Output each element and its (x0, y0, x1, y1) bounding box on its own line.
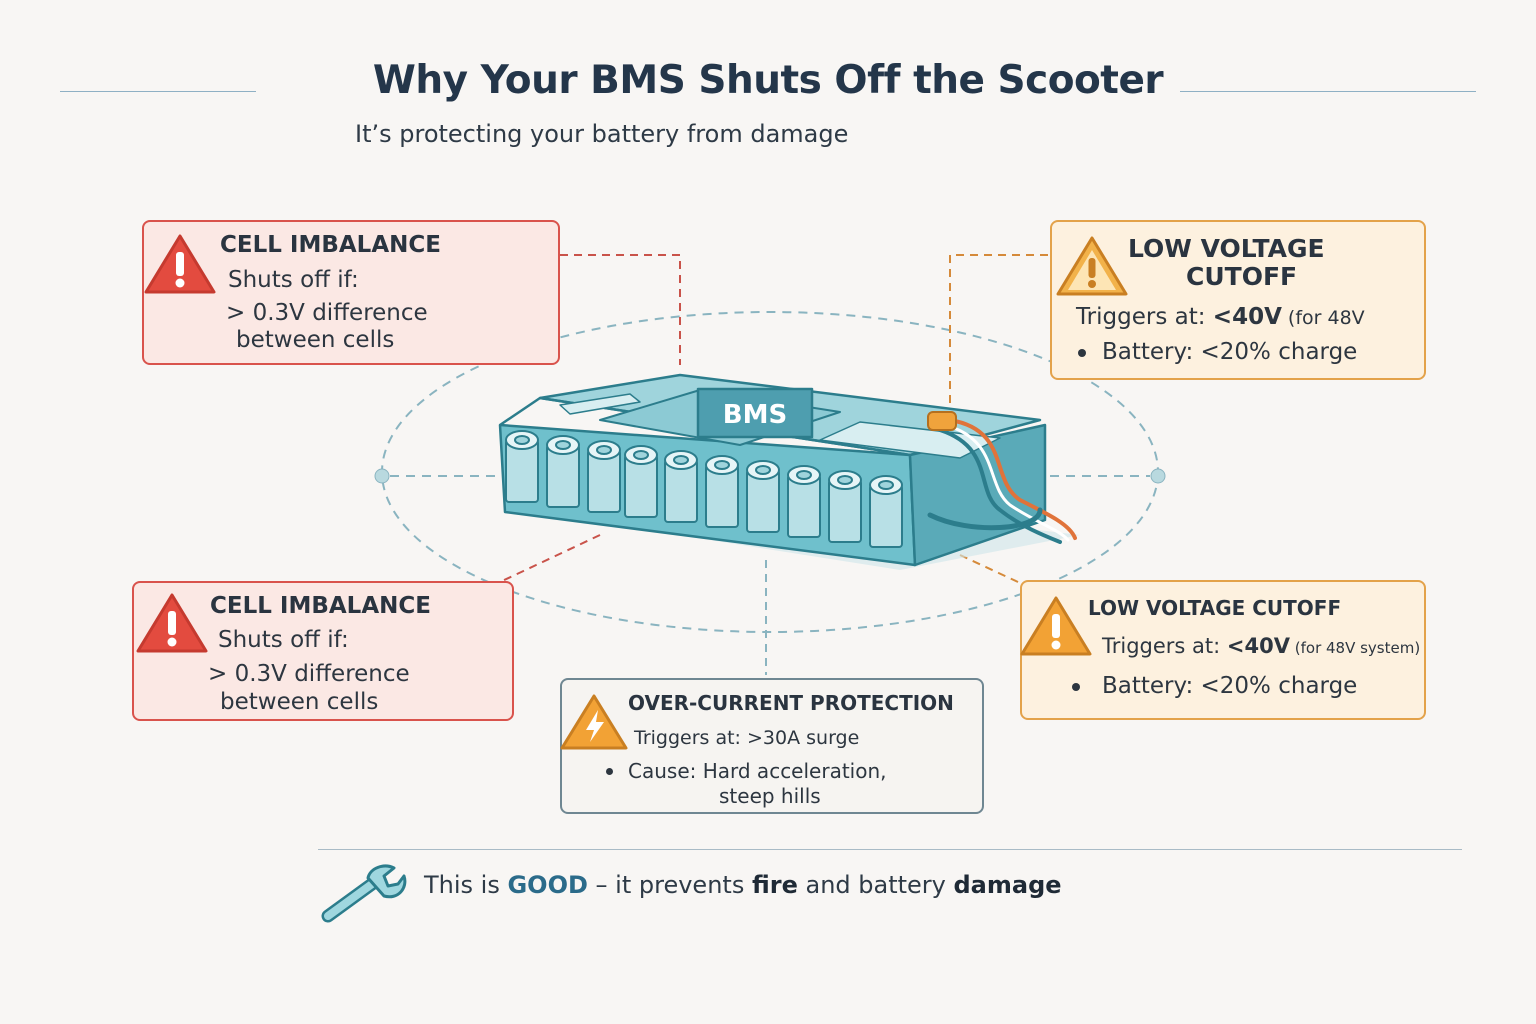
card-bullet: Battery: <20% charge (1102, 339, 1358, 365)
trigger-value: <40V (1226, 634, 1290, 658)
footer-good: GOOD (507, 871, 588, 899)
battery-wires (927, 418, 1077, 544)
card-low-voltage-bottom: LOW VOLTAGE CUTOFF Triggers at: <40V (fo… (1020, 580, 1426, 720)
trigger-value: <40V (1212, 304, 1282, 330)
cell (505, 430, 539, 503)
bms-label: BMS (723, 400, 787, 430)
card-bullet: Cause: Hard acceleration, (628, 759, 887, 783)
bullet-dot (606, 768, 613, 775)
card-bullet: Battery: <20% charge (1102, 673, 1358, 699)
connector-bottom-right (959, 554, 1019, 583)
trigger-suffix: (for 48V (1281, 307, 1365, 329)
card-title: CELL IMBALANCE (220, 232, 441, 258)
footer-fire: fire (751, 871, 798, 899)
cell (546, 435, 580, 508)
card-title: LOW VOLTAGE (1128, 234, 1325, 263)
warning-icon (1056, 236, 1128, 296)
lightning-warning-icon (560, 694, 628, 750)
bullet-dot (1072, 683, 1080, 691)
card-title: LOW VOLTAGE CUTOFF (1088, 596, 1342, 620)
title-rule-right (1180, 91, 1476, 92)
footer-part: and battery (797, 871, 954, 899)
battery-terminal (927, 411, 957, 431)
card-cell-imbalance-bottom: CELL IMBALANCE Shuts off if: > 0.3V diff… (132, 581, 514, 721)
warning-icon (1020, 596, 1092, 656)
warning-icon (144, 234, 216, 294)
bullet-dot (1078, 349, 1086, 357)
battery-cells (505, 430, 903, 548)
cell (624, 445, 658, 518)
trigger-prefix: Triggers at: (1076, 304, 1213, 330)
card-bullet: steep hills (719, 784, 821, 808)
card-low-voltage-top: LOW VOLTAGE CUTOFF Triggers at: <40V (fo… (1050, 220, 1426, 380)
footer-rule (318, 849, 1462, 850)
connector-bottom-left (499, 534, 601, 583)
cell (787, 465, 821, 538)
connector-top-left (560, 254, 681, 365)
card-cell-imbalance-top: CELL IMBALANCE Shuts off if: > 0.3V diff… (142, 220, 560, 365)
cell (587, 440, 621, 513)
card-line: Shuts off if: (218, 627, 349, 653)
title-rule-left (60, 91, 256, 92)
card-line: > 0.3V difference (208, 661, 410, 687)
cell (664, 450, 698, 523)
card-over-current: OVER-CURRENT PROTECTION Triggers at: >30… (560, 678, 984, 814)
footer-part: This is (424, 871, 508, 899)
card-line: > 0.3V difference (226, 300, 428, 326)
card-line: Triggers at: >30A surge (634, 727, 860, 749)
orbit-node-left (374, 468, 390, 484)
cell (828, 470, 862, 543)
page-subtitle: It’s protecting your battery from damage (355, 120, 849, 148)
card-title: CUTOFF (1186, 262, 1298, 291)
warning-icon (136, 593, 208, 653)
cell (705, 455, 739, 528)
card-trigger-line: Triggers at: <40V (for 48V (1076, 304, 1365, 330)
wrench-icon (321, 864, 407, 923)
trigger-suffix: (for 48V system) (1289, 639, 1421, 657)
cell (746, 460, 780, 533)
connector-top-right (949, 254, 1048, 412)
card-line: Shuts off if: (228, 267, 359, 293)
page-title: Why Your BMS Shuts Off the Scooter (372, 58, 1164, 103)
footer-message: This is GOOD – it prevents fire and batt… (424, 871, 1062, 899)
card-title: OVER-CURRENT PROTECTION (628, 691, 954, 715)
cell (869, 475, 903, 548)
footer-part: – it prevents (587, 871, 752, 899)
card-line: between cells (236, 327, 395, 353)
card-line: between cells (220, 689, 379, 715)
orbit-node-right (1150, 468, 1166, 484)
card-trigger-line: Triggers at: <40V (for 48V system) (1102, 634, 1420, 658)
card-title: CELL IMBALANCE (210, 593, 431, 619)
trigger-prefix: Triggers at: (1102, 634, 1227, 658)
footer-damage: damage (953, 871, 1062, 899)
